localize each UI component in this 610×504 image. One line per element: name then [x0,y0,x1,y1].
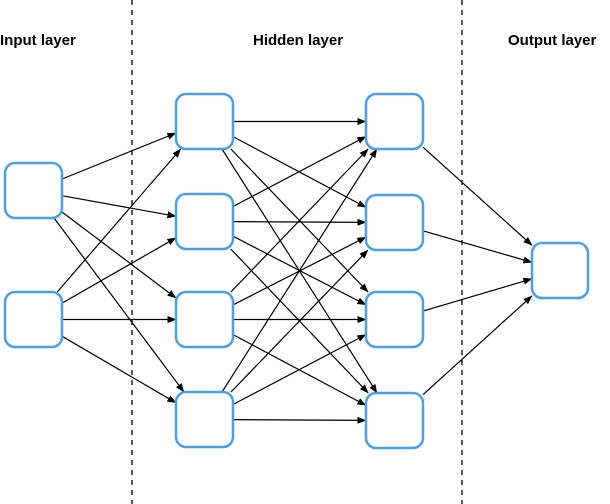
node-output-1[interactable] [530,241,590,300]
edge-input-1-to-hidden1-1 [61,237,177,304]
edge-input-0-to-hidden1-0 [61,132,177,180]
hidden-layer-label: Hidden layer [253,32,344,49]
node-hidden2-2[interactable] [364,193,425,252]
node-hidden1-3[interactable] [174,290,235,349]
edge-hidden1-2-to-hidden2-0 [230,148,369,293]
dividers-group [131,0,463,504]
edge-hidden1-1-to-hidden2-0 [232,135,367,208]
edge-hidden1-3-to-hidden2-0 [221,148,378,393]
edge-input-0-to-hidden1-2 [61,211,177,299]
edge-hidden1-3-to-hidden2-1 [230,249,369,393]
edge-input-0-to-hidden1-3 [53,217,185,393]
node-hidden2-4[interactable] [364,391,425,450]
node-hidden2-3[interactable] [364,290,425,349]
output-layer-label: Output layer [508,32,597,49]
edges-group [53,118,533,424]
nodes-group [3,92,590,450]
node-input-2[interactable] [3,290,64,349]
node-hidden1-1[interactable] [174,92,235,151]
edge-input-1-to-hidden1-0 [56,148,182,293]
edge-hidden1-3-to-hidden2-3 [232,416,367,424]
node-input-1[interactable] [3,161,64,220]
input-layer-label: Input layer [0,32,76,49]
node-hidden1-4[interactable] [174,390,235,449]
edge-hidden1-3-to-hidden2-2 [232,333,367,406]
edge-hidden2-0-to-output-0 [422,146,533,246]
edge-input-1-to-hidden1-3 [61,335,177,404]
edge-hidden2-1-to-output-0 [422,230,533,264]
node-hidden2-1[interactable] [364,92,425,151]
edge-hidden2-3-to-output-0 [422,295,533,396]
edge-hidden1-1-to-hidden2-1 [232,218,367,226]
edge-hidden2-2-to-output-0 [422,277,533,312]
edge-input-0-to-hidden1-1 [61,195,177,219]
node-hidden1-2[interactable] [174,192,235,251]
